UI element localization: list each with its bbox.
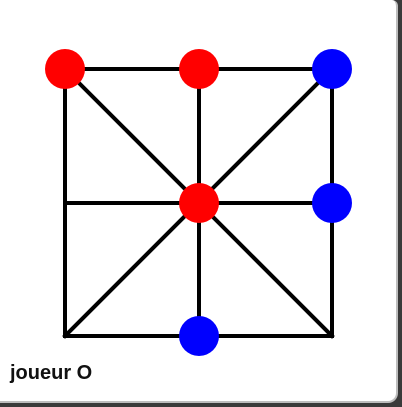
current-player-label: joueur O xyxy=(10,362,93,384)
board-pieces[interactable] xyxy=(45,49,352,356)
board-point-middle-left[interactable] xyxy=(45,183,85,223)
red-piece-top-center[interactable] xyxy=(179,49,219,89)
board-point-bottom-right[interactable] xyxy=(312,316,352,356)
blue-piece-middle-right[interactable] xyxy=(312,183,352,223)
blue-piece-bottom-center[interactable] xyxy=(179,316,219,356)
red-piece-center[interactable] xyxy=(179,183,219,223)
board-point-bottom-left[interactable] xyxy=(45,316,85,356)
red-piece-top-left[interactable] xyxy=(45,49,85,89)
blue-piece-top-right[interactable] xyxy=(312,49,352,89)
game-board xyxy=(45,49,352,356)
